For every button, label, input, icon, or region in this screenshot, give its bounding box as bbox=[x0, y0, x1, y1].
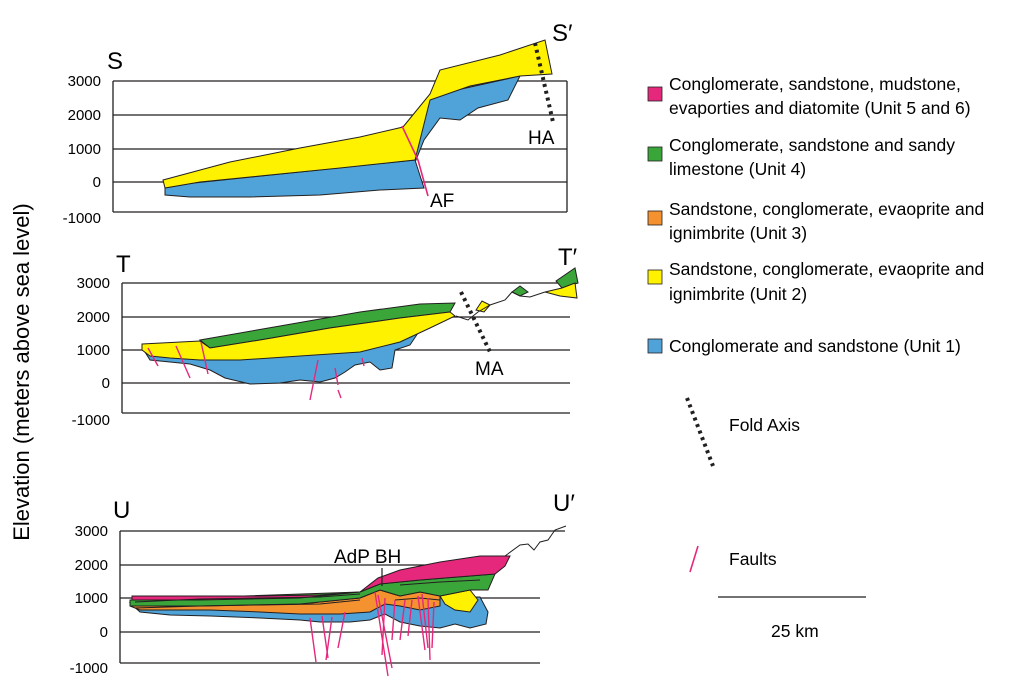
legend-label-unit4-line2: limestone (Unit 4) bbox=[669, 159, 806, 179]
unit2-body bbox=[141, 311, 456, 361]
legend-fold-axis-symbol bbox=[685, 397, 715, 467]
legend-label-unit2-line1: Sandstone, conglomerate, evaoprite and bbox=[669, 259, 984, 279]
y-tick-0: 0 bbox=[102, 375, 110, 392]
legend-swatch-unit4 bbox=[647, 146, 663, 162]
topography-line bbox=[504, 525, 567, 557]
legend-label-unit5-6-line2: evaporties and diatomite (Unit 5 and 6) bbox=[669, 98, 971, 118]
legend-label-unit3-line1: Sandstone, conglomerate, evaoprite and bbox=[669, 199, 984, 219]
section-t-panel: 3000 2000 1000 0 -1000 T T′ MA bbox=[72, 244, 579, 429]
unit1-body bbox=[164, 159, 425, 198]
legend-fold-axis-label: Fold Axis bbox=[729, 415, 800, 435]
y-tick-0: 0 bbox=[93, 174, 101, 191]
legend-label-unit1: Conglomerate and sandstone (Unit 1) bbox=[669, 336, 961, 356]
section-u-y-ticks: 3000 2000 1000 0 -1000 bbox=[70, 523, 108, 677]
section-s-end-label: S′ bbox=[552, 20, 573, 47]
y-tick-3000: 3000 bbox=[77, 275, 110, 292]
annotation-ha: HA bbox=[528, 128, 555, 149]
bedding-lines bbox=[134, 579, 481, 609]
y-tick-2000: 2000 bbox=[77, 309, 110, 326]
legend: Conglomerate, sandstone, mudstone, evapo… bbox=[647, 74, 984, 641]
section-s-start-label: S bbox=[107, 48, 123, 75]
y-tick-minus-1000: -1000 bbox=[70, 660, 108, 677]
legend-label-unit2-line2: ignimbrite (Unit 2) bbox=[669, 284, 807, 304]
unit4-body bbox=[511, 285, 529, 297]
y-tick-2000: 2000 bbox=[68, 107, 101, 124]
legend-label-unit5-6-line1: Conglomerate, sandstone, mudstone, bbox=[669, 74, 961, 94]
legend-swatch-unit5-6 bbox=[647, 86, 663, 102]
annotation-af: AF bbox=[430, 191, 454, 212]
legend-swatch-unit3 bbox=[647, 210, 663, 226]
unit2-body bbox=[162, 39, 553, 189]
section-t-start-label: T bbox=[116, 251, 131, 278]
y-tick-0: 0 bbox=[100, 624, 108, 641]
legend-label-unit3-line2: ignimbrite (Unit 3) bbox=[669, 223, 807, 243]
y-tick-3000: 3000 bbox=[68, 73, 101, 90]
faults-t bbox=[147, 341, 365, 401]
annotation-ma: MA bbox=[475, 359, 504, 380]
annotation-adp-bh: AdP BH bbox=[334, 547, 401, 568]
legend-swatch-unit2 bbox=[647, 269, 663, 285]
section-u-end-label: U′ bbox=[553, 490, 575, 517]
y-tick-minus-1000: -1000 bbox=[63, 210, 101, 227]
y-tick-2000: 2000 bbox=[75, 557, 108, 574]
unit2-body bbox=[544, 282, 578, 299]
unit4-body bbox=[555, 267, 579, 289]
y-axis-label: Elevation (meters above sea level) bbox=[9, 203, 34, 541]
y-tick-1000: 1000 bbox=[77, 342, 110, 359]
legend-fault-symbol bbox=[689, 545, 699, 573]
section-t-y-ticks: 3000 2000 1000 0 -1000 bbox=[72, 275, 110, 429]
fold-axis-ma bbox=[459, 291, 493, 355]
section-u-panel: 3000 2000 1000 0 -1000 U U′ bbox=[70, 490, 576, 677]
y-tick-1000: 1000 bbox=[68, 141, 101, 158]
legend-faults-label: Faults bbox=[729, 549, 777, 569]
section-s-panel: 3000 2000 1000 0 -1000 S S′ AF HA bbox=[63, 20, 573, 227]
section-s-y-ticks: 3000 2000 1000 0 -1000 bbox=[63, 73, 101, 227]
y-tick-1000: 1000 bbox=[75, 590, 108, 607]
section-u-start-label: U bbox=[113, 497, 130, 524]
fault-af bbox=[401, 125, 429, 197]
legend-swatch-unit1 bbox=[647, 338, 663, 354]
y-tick-minus-1000: -1000 bbox=[72, 412, 110, 429]
legend-label-unit4-line1: Conglomerate, sandstone and sandy bbox=[669, 135, 955, 155]
section-t-end-label: T′ bbox=[558, 244, 578, 271]
faults-u bbox=[309, 591, 435, 677]
topography-line bbox=[455, 291, 546, 321]
y-tick-3000: 3000 bbox=[75, 523, 108, 540]
scale-bar-label: 25 km bbox=[771, 621, 819, 641]
